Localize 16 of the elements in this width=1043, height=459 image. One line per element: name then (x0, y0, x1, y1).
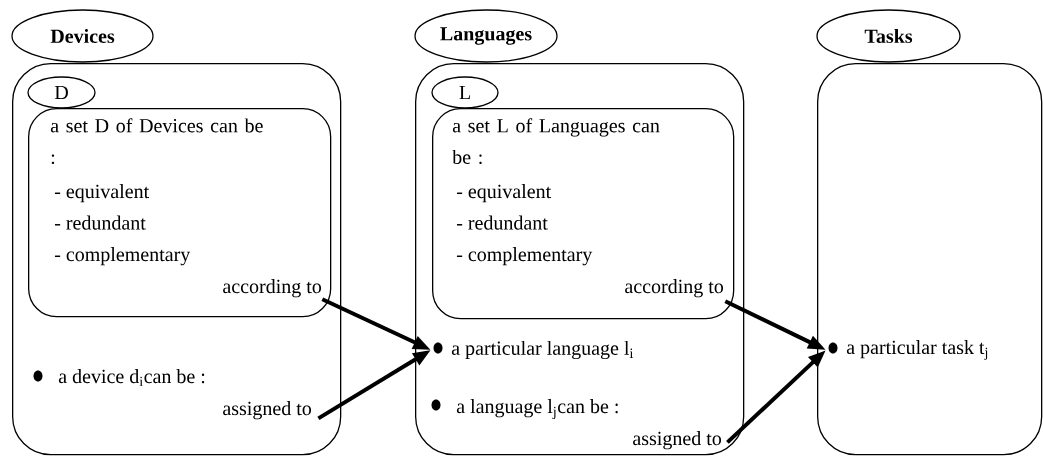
connector-label: assigned to (633, 431, 722, 450)
list-item: - complementary (456, 247, 593, 266)
list-item: - equivalent (54, 184, 150, 203)
item-text: a language l$_{j}$can be : (456, 399, 618, 420)
item-text: a particular task t$_{j}$ (846, 340, 988, 360)
list-item: - redundant (456, 215, 548, 230)
connector-label: according to (223, 279, 322, 298)
connector-label: according to (625, 279, 724, 298)
list-item: - complementary (54, 247, 191, 266)
item-text: a device d$_{i}$can be : (58, 369, 205, 387)
list-item: - equivalent (456, 184, 552, 203)
connector-label: assigned to (223, 401, 312, 420)
set-text: a set D of Devices can be : (50, 118, 263, 165)
set-text: a set L of Languages can be : (452, 118, 660, 165)
list-item: - redundant (54, 215, 146, 230)
item-text: a particular language l$_{i}$ (451, 340, 634, 360)
